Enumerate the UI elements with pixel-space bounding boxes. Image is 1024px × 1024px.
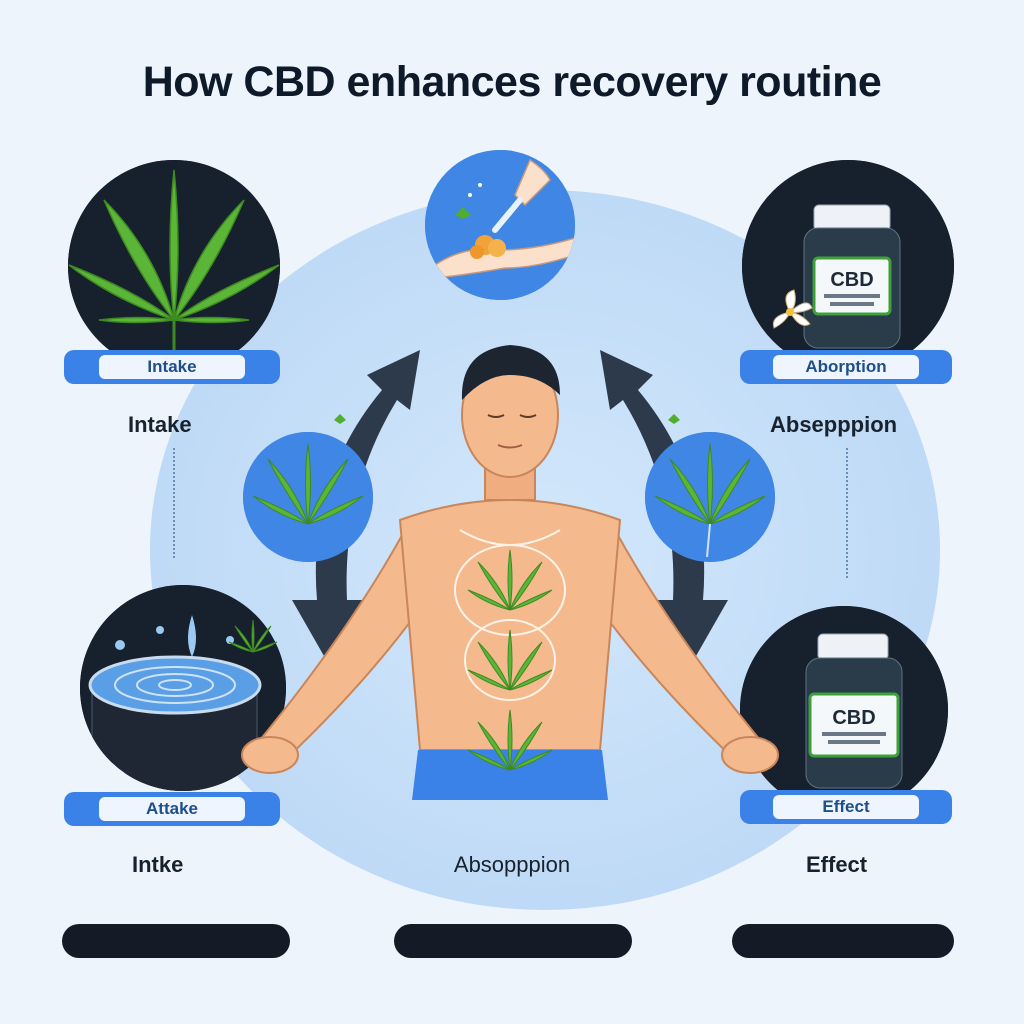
- person-figure: [230, 330, 790, 800]
- dropper-hand-node: [425, 150, 575, 300]
- effect-pill-label: Effect: [773, 795, 919, 819]
- intake-pill: Intake: [64, 350, 280, 384]
- page-title: How CBD enhances recovery routine: [142, 58, 882, 106]
- attake-pill-label: Attake: [99, 797, 245, 821]
- bottom-bar-left: [62, 924, 290, 958]
- absorption-node: CBD: [742, 160, 954, 372]
- left-cycle-arrow: [272, 340, 422, 680]
- center-label-text: Absopppion: [453, 852, 571, 877]
- absorption-connector: [846, 448, 848, 578]
- absorption-pill: Aborption: [740, 350, 952, 384]
- intake-node: [68, 160, 280, 372]
- person-icon: [241, 345, 779, 800]
- cannabis-leaf-icon: [68, 160, 280, 372]
- bottom-bar-right: [732, 924, 954, 958]
- center-label: Absopppion: [0, 852, 1024, 878]
- bottom-bar-center: [394, 924, 632, 958]
- intake-label: Intake: [128, 412, 192, 437]
- effect-label: Effect: [806, 852, 868, 877]
- left-leaf-circle: [243, 432, 373, 562]
- top-bottle-label: CBD: [830, 269, 873, 291]
- effect-pill: Effect: [740, 790, 952, 824]
- curved-arrow-icon: [600, 350, 728, 670]
- effect-node: CBD: [740, 606, 948, 814]
- attake-pill: Attake: [64, 792, 280, 826]
- cbd-bottle-icon: CBD: [740, 606, 948, 814]
- cannabis-leaf-icon: [228, 619, 278, 653]
- curved-arrow-icon: [292, 350, 420, 670]
- absorption-label: Absepppion: [770, 412, 898, 437]
- cbd-bottle-icon: CBD: [742, 160, 954, 372]
- small-leaf: [228, 612, 278, 662]
- cannabis-leaf-icon: [243, 432, 373, 562]
- absorption-pill-label: Aborption: [773, 355, 919, 379]
- intake-connector: [173, 448, 175, 558]
- dropper-hand-icon: [425, 150, 575, 300]
- intake-pill-label: Intake: [99, 355, 245, 379]
- intke-label: Intke: [132, 852, 184, 877]
- bottom-bottle-label: CBD: [832, 707, 875, 729]
- cannabis-leaf-icon: [645, 432, 775, 562]
- right-leaf-circle: [645, 432, 775, 562]
- right-cycle-arrow: [598, 340, 748, 680]
